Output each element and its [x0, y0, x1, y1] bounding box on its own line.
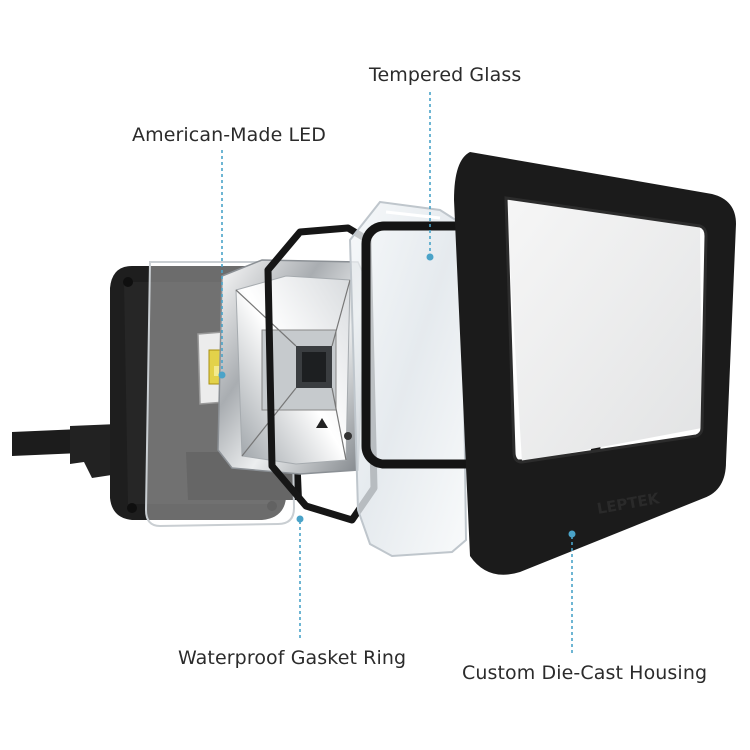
leader-dot-gasket [296, 515, 304, 523]
die-cast-housing-frame: LEPTEK [454, 152, 736, 575]
leader-dot-led [218, 371, 226, 379]
label-waterproof-gasket-ring: Waterproof Gasket Ring [178, 647, 407, 669]
leader-lines [218, 92, 576, 654]
chrome-reflector [217, 259, 367, 475]
label-custom-die-cast-housing: Custom Die-Cast Housing [462, 662, 708, 684]
leader-dot-glass [426, 253, 434, 261]
leader-dot-housing [568, 530, 576, 538]
label-tempered-glass: Tempered Glass [369, 64, 522, 86]
label-american-made-led: American-Made LED [132, 124, 327, 146]
gasket-ring [264, 224, 378, 524]
